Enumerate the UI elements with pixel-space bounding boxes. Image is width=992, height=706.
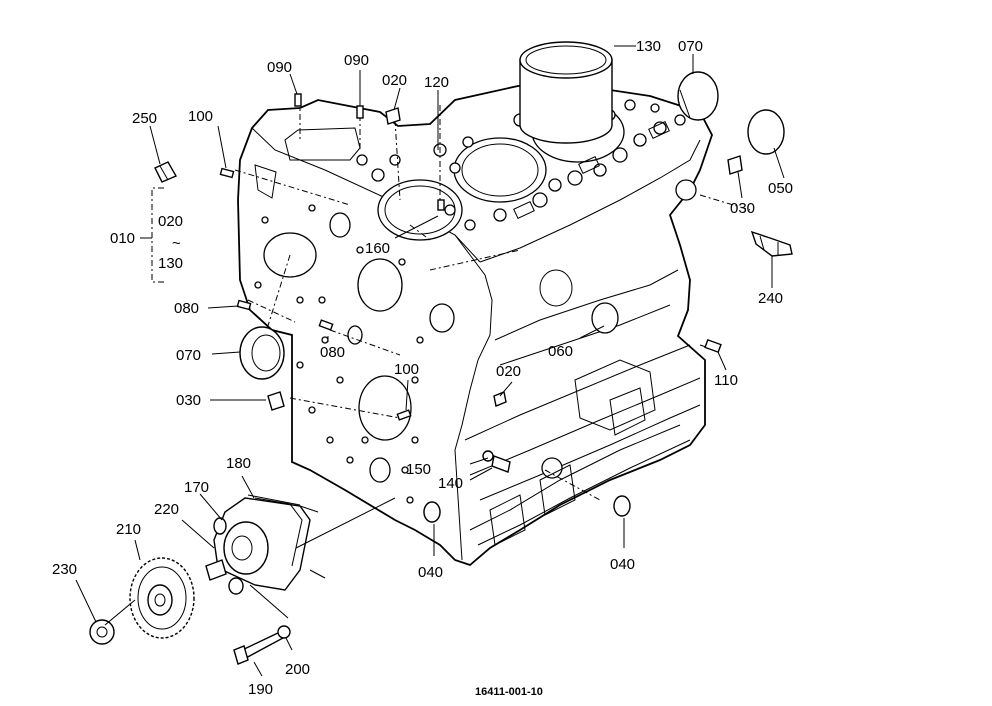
label-130-top: 130 (636, 38, 661, 55)
plug-left-030 (267, 391, 285, 411)
label-030-left: 030 (176, 392, 201, 409)
label-140: 140 (438, 475, 463, 492)
label-100-top: 100 (188, 108, 213, 125)
label-120: 120 (424, 74, 449, 91)
label-100-mid: 100 (394, 361, 419, 378)
nut-axis (104, 599, 136, 626)
label-070-top: 070 (678, 38, 703, 55)
oil-pump (205, 494, 326, 595)
label-030-right: 030 (730, 200, 755, 217)
oil-seal-left (239, 326, 285, 380)
label-170: 170 (184, 479, 209, 496)
label-110: 110 (714, 372, 738, 389)
label-180: 180 (226, 455, 251, 472)
plug-040-left (423, 501, 441, 523)
dowel-pin-090-left (294, 93, 302, 107)
label-130-bracket: 130 (158, 255, 183, 272)
dowel-pin-right (704, 338, 722, 354)
label-070-left: 070 (176, 347, 201, 364)
label-080-mid: 080 (320, 344, 345, 361)
bolt-axis (249, 584, 289, 619)
plug-040-right (613, 495, 631, 517)
label-020-top: 020 (382, 72, 407, 89)
face-bolt-holes (254, 204, 424, 504)
fitting-140 (491, 455, 511, 473)
assembly-axes (234, 100, 751, 501)
dowel-pin-080-left (236, 299, 252, 311)
label-160: 160 (365, 240, 390, 257)
dowel-pin-160 (437, 199, 445, 211)
cylinder-liner (519, 41, 613, 144)
dowel-pin-090-right (356, 105, 364, 119)
label-tilde: ~ (172, 235, 181, 252)
plug-top-020 (385, 107, 401, 125)
pump-bolt (233, 625, 291, 665)
drawing-code: 16411-001-10 (475, 686, 543, 698)
drain-plug-left (154, 161, 177, 183)
part-labels: 130 070 050 030 240 110 120 020 090 090 … (52, 38, 793, 698)
label-060: 060 (548, 343, 573, 360)
label-200: 200 (285, 661, 310, 678)
cylinder-block (237, 81, 713, 567)
label-090-left: 090 (267, 59, 292, 76)
dowel-pin-080-mid (318, 319, 334, 331)
label-150: 150 (406, 461, 431, 478)
label-220: 220 (154, 501, 179, 518)
label-230: 230 (52, 561, 77, 578)
label-020-bracket: 020 (158, 213, 183, 230)
dowel-pin-top (219, 167, 235, 179)
pump-mount-line (295, 497, 396, 549)
label-020-mid: 020 (496, 363, 521, 380)
label-240: 240 (758, 290, 783, 307)
label-010: 010 (110, 230, 135, 247)
expansion-plug-right (747, 109, 785, 155)
plug-mid-020 (493, 391, 507, 407)
dowel-pin-100-mid (396, 409, 412, 421)
gear-nut (89, 619, 115, 645)
oil-pump-gear (129, 557, 195, 639)
label-210: 210 (116, 521, 141, 538)
label-040-left: 040 (418, 564, 443, 581)
expansion-plug-top (677, 71, 719, 121)
plug-right-small (727, 155, 743, 175)
leader-lines (75, 45, 785, 677)
oil-pressure-switch (750, 230, 793, 257)
label-190: 190 (248, 681, 273, 698)
label-090-right: 090 (344, 52, 369, 69)
label-040-right: 040 (610, 556, 635, 573)
label-080-left: 080 (174, 300, 199, 317)
label-050: 050 (768, 180, 793, 197)
label-250: 250 (132, 110, 157, 127)
